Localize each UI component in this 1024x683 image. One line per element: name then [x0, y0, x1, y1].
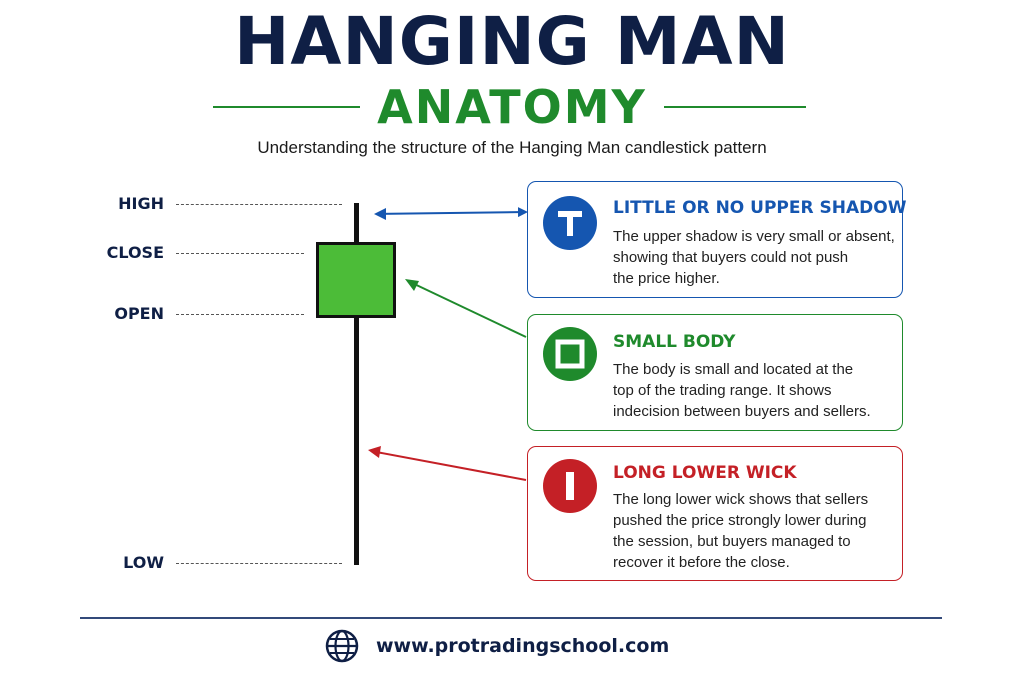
arrowhead-upper-shadow — [374, 208, 386, 220]
arrowhead-small-body — [405, 279, 419, 291]
card-small-body: SMALL BODY The body is small and located… — [527, 314, 903, 431]
candle-body — [316, 242, 396, 318]
level-open-line — [176, 314, 304, 315]
tagline: Understanding the structure of the Hangi… — [257, 138, 767, 157]
card-text-line: The upper shadow is very small or absent… — [613, 228, 895, 245]
footer-divider — [80, 617, 942, 619]
level-close-line — [176, 253, 304, 254]
card-description: The long lower wick shows that sellers p… — [613, 489, 898, 573]
level-high-label: HIGH — [118, 194, 164, 213]
arrow-upper-shadow — [375, 207, 528, 218]
card-description: The body is small and located at the top… — [613, 359, 898, 422]
card-text-line: indecision between buyers and sellers. — [613, 403, 871, 420]
card-text-line: the session, but buyers managed to — [613, 533, 851, 550]
page-subtitle: ANATOMY — [377, 80, 647, 134]
square-icon — [543, 327, 597, 381]
card-text-line: the price higher. — [613, 270, 720, 287]
card-description: The upper shadow is very small or absent… — [613, 226, 898, 289]
arrow-lower-wick — [370, 450, 527, 481]
card-title: LONG LOWER WICK — [613, 463, 797, 483]
card-text-line: top of the trading range. It shows — [613, 382, 832, 399]
card-title: SMALL BODY — [613, 332, 736, 352]
card-text-line: The long lower wick shows that sellers — [613, 491, 869, 508]
bar-icon — [543, 459, 597, 513]
level-low-line — [176, 563, 342, 564]
level-close-label: CLOSE — [106, 243, 164, 262]
subtitle-divider-right — [664, 106, 806, 108]
card-text-line: showing that buyers could not push — [613, 249, 849, 266]
card-text-line: pushed the price strongly lower during — [613, 512, 867, 529]
card-text-line: The body is small and located at the — [613, 361, 854, 378]
level-high-line — [176, 204, 342, 205]
card-upper-shadow: LITTLE OR NO UPPER SHADOW The upper shad… — [527, 181, 907, 298]
card-title: LITTLE OR NO UPPER SHADOW — [613, 198, 907, 218]
globe-icon — [325, 629, 359, 663]
arrowhead-lower-wick — [368, 446, 381, 458]
card-lower-wick: LONG LOWER WICK The long lower wick show… — [527, 446, 903, 581]
t-icon — [543, 196, 597, 250]
arrow-small-body — [407, 280, 527, 338]
page-title: HANGING MAN — [234, 3, 790, 80]
subtitle-row: ANATOMY — [0, 78, 1024, 136]
candle-wick — [354, 203, 359, 565]
level-open-label: OPEN — [114, 304, 164, 323]
subtitle-divider-left — [213, 106, 360, 108]
website-link[interactable]: www.protradingschool.com — [376, 635, 670, 657]
card-text-line: recover it before the close. — [613, 554, 790, 571]
level-low-label: LOW — [123, 553, 164, 572]
